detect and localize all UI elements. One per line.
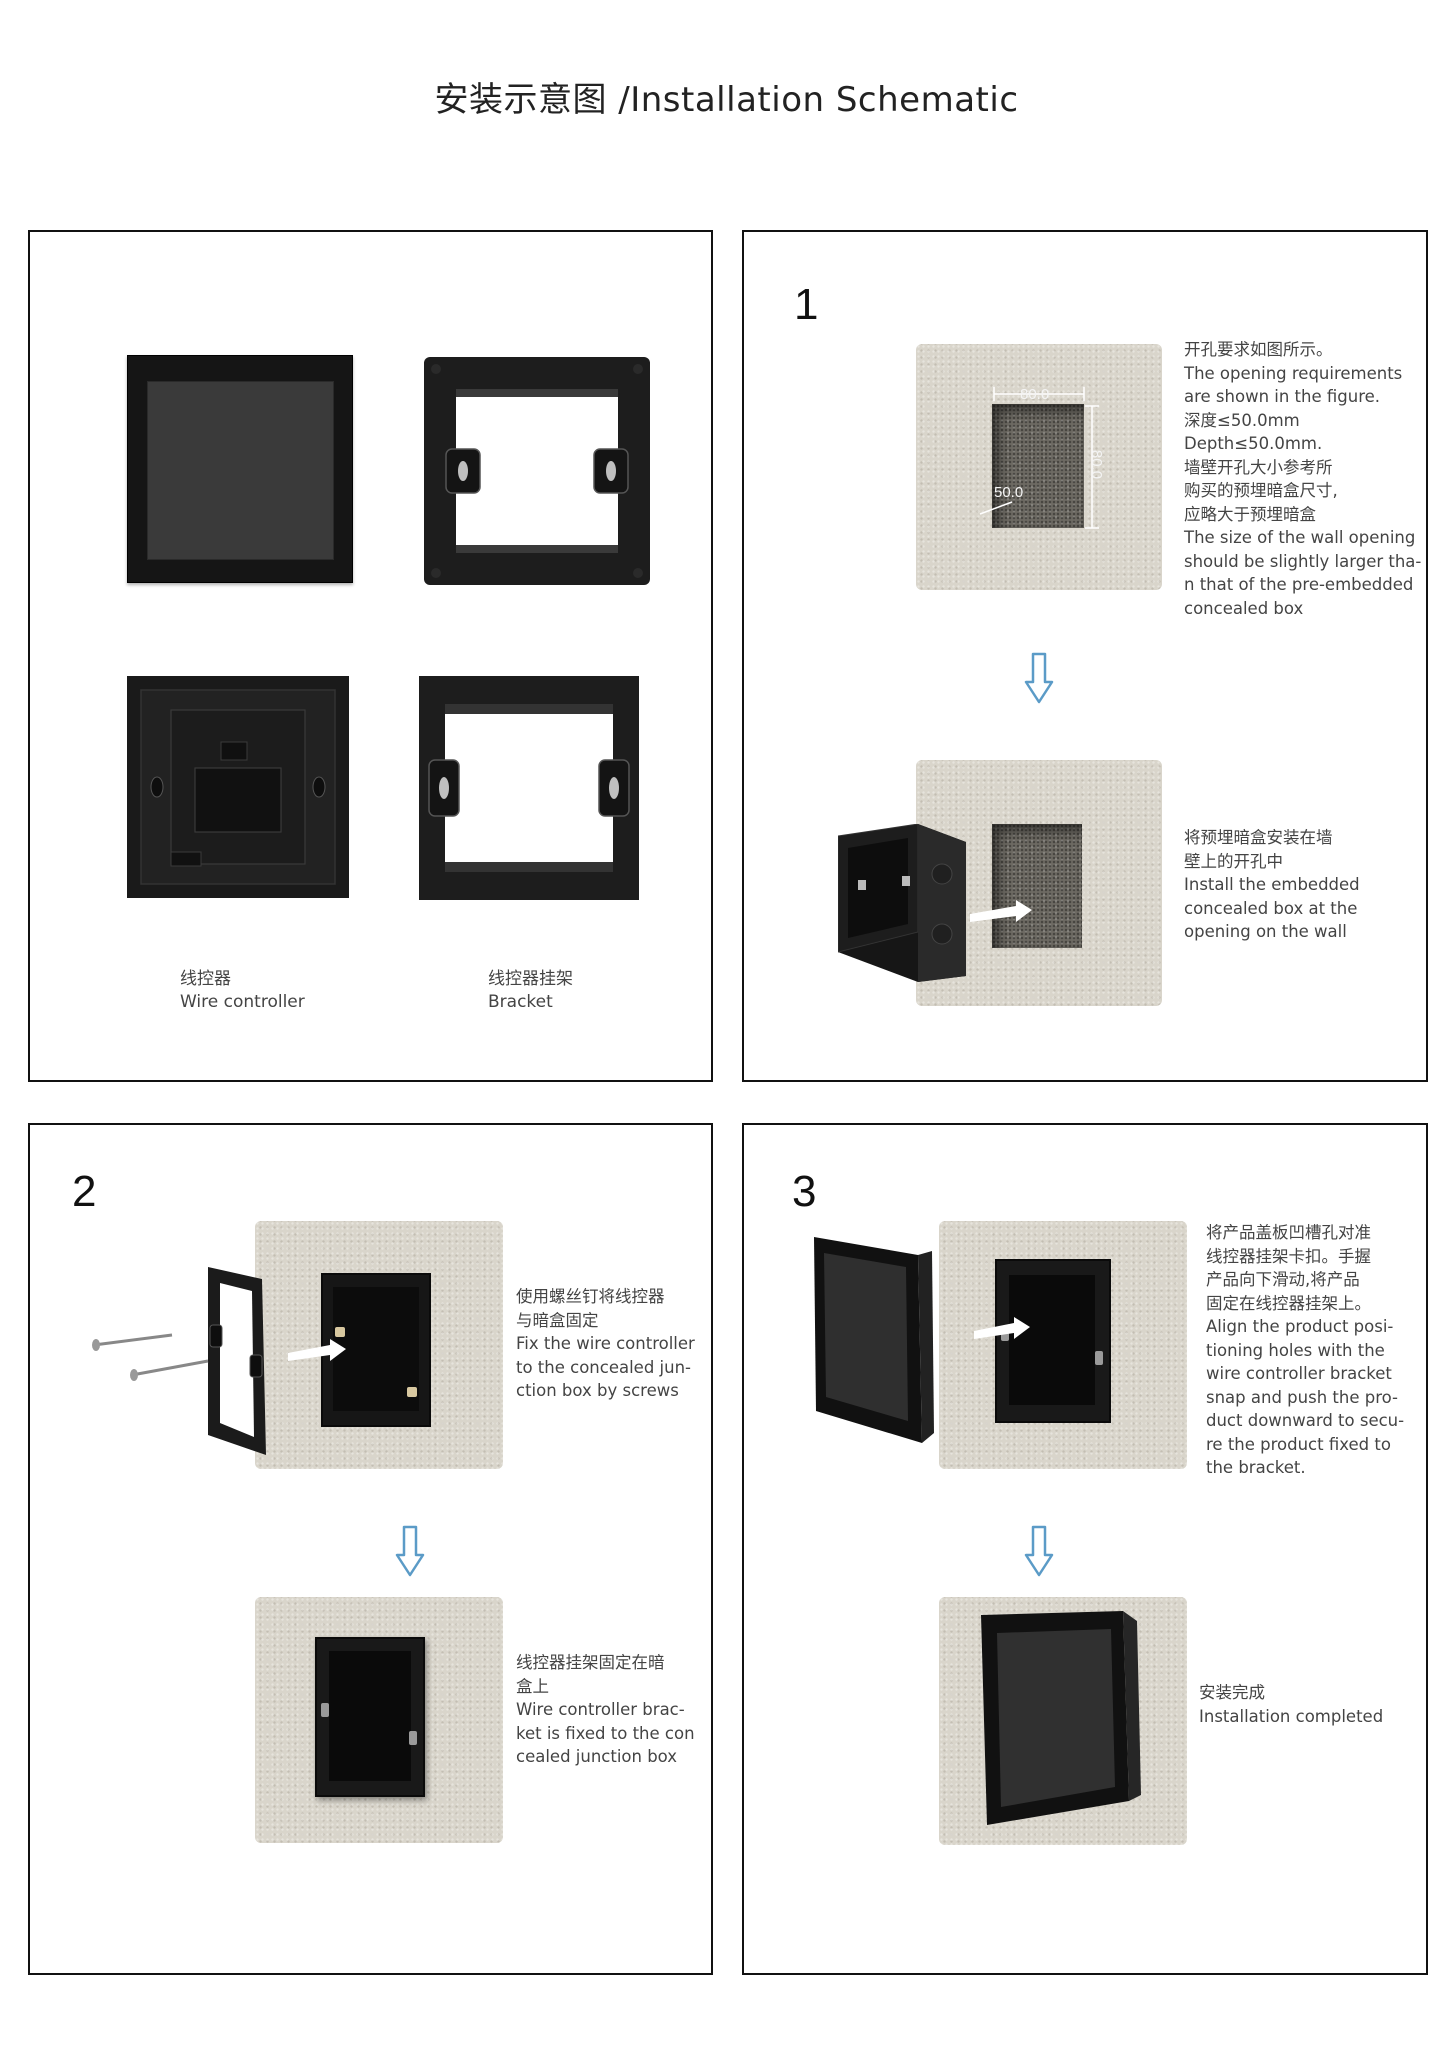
- step-1-bottom-text: 将预埋暗盒安装在墙 壁上的开孔中 Install the embedded co…: [1184, 828, 1360, 941]
- panel-step-3: 3 将产品盖板凹槽孔对准 线控器挂架卡扣。手握 产品向下滑动,将产品 固定在线控…: [742, 1123, 1428, 1975]
- bracket-label-cn: 线控器挂架: [488, 969, 573, 989]
- step-3-top-text: 将产品盖板凹槽孔对准 线控器挂架卡扣。手握 产品向下滑动,将产品 固定在线控器挂…: [1206, 1223, 1405, 1477]
- step-1-top-text: 开孔要求如图所示。 The opening requirements are s…: [1184, 340, 1422, 618]
- down-arrow-icon: [395, 1525, 425, 1577]
- page-title: 安装示意图 /Installation Schematic: [434, 80, 1019, 120]
- dimension-width: 80.0: [1020, 386, 1050, 403]
- wall-opening: [992, 404, 1084, 528]
- product-tilted-image: [814, 1237, 1030, 1443]
- wall-opening-image: 80.0 80.0 50.0: [916, 344, 1162, 590]
- step-number: 3: [792, 1167, 817, 1216]
- panel-components: 线控器 Wire controller 线控器挂架 Bracket: [28, 230, 713, 1082]
- step-2-bottom-text: 线控器挂架固定在暗 盒上 Wire controller brac- ket i…: [516, 1653, 695, 1766]
- wire-controller-caption: 线控器 Wire controller: [180, 968, 305, 1014]
- down-arrow-icon: [1024, 652, 1054, 704]
- bracket-caption: 线控器挂架 Bracket: [488, 968, 573, 1014]
- wire-controller-front-image: [127, 355, 353, 583]
- bracket-fixed-image: [255, 1597, 503, 1843]
- wire-controller-label-en: Wire controller: [180, 992, 305, 1012]
- step-number: 2: [72, 1167, 97, 1216]
- wire-controller-label-cn: 线控器: [180, 969, 231, 989]
- junction-box-in-wall: [321, 1273, 431, 1427]
- step-number: 1: [794, 280, 819, 329]
- bracket-back-image: [419, 676, 639, 900]
- dimension-lines: [979, 387, 1099, 529]
- bracket-front-image: [422, 355, 652, 587]
- wall-box-image: [255, 1221, 503, 1469]
- panel-step-2: 2 使用螺丝钉将线控器 与暗盒固定 Fix the wire controlle…: [28, 1123, 713, 1975]
- down-arrow-icon: [1024, 1525, 1054, 1577]
- bracket-screws-image: [92, 1267, 346, 1455]
- panel-step-1: 1 80.0 80.0 50.0 开孔要求如图所示。 The opening r…: [742, 230, 1428, 1082]
- dimension-height: 80.0: [1088, 449, 1106, 480]
- installed-product-image: [939, 1597, 1187, 1845]
- step-3-bottom-text: 安装完成 Installation completed: [1199, 1683, 1384, 1726]
- wire-controller-back-image: [127, 676, 349, 898]
- wall-opening: [992, 824, 1082, 948]
- step-2-top-text: 使用螺丝钉将线控器 与暗盒固定 Fix the wire controller …: [516, 1287, 695, 1400]
- junction-box-image: [838, 824, 1032, 982]
- dimension-depth: 50.0: [994, 484, 1024, 501]
- bracket-label-en: Bracket: [488, 992, 553, 1012]
- wall-bracket-image: [939, 1221, 1187, 1469]
